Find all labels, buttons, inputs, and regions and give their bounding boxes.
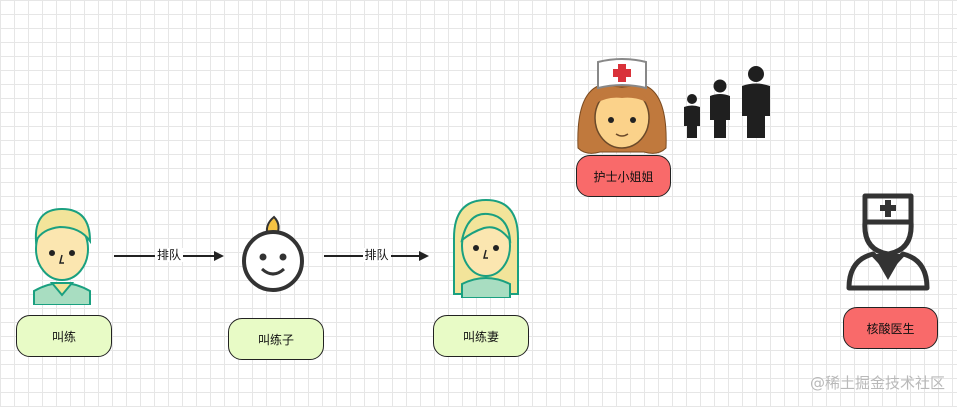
edge-label-queue-1: 排队 — [154, 248, 184, 262]
watermark-text: @稀土掘金技术社区 — [809, 374, 945, 392]
node-jiaolian: 叫练 — [16, 315, 112, 357]
woman-icon — [453, 198, 519, 298]
node-jiaolianzi: 叫练子 — [228, 318, 324, 360]
doctor-icon — [846, 193, 930, 291]
people-group-icon — [684, 66, 770, 138]
nurse-icon — [577, 58, 667, 154]
arrow-queue-1: 排队 — [114, 248, 224, 263]
node-jiaolianqi: 叫练妻 — [433, 315, 529, 357]
man-icon — [33, 207, 92, 305]
node-doctor: 核酸医生 — [843, 307, 938, 349]
baby-icon — [242, 215, 304, 292]
edge-label-queue-2: 排队 — [362, 248, 391, 262]
node-nurse: 护士小姐姐 — [576, 155, 671, 197]
arrow-queue-2: 排队 — [324, 248, 429, 263]
